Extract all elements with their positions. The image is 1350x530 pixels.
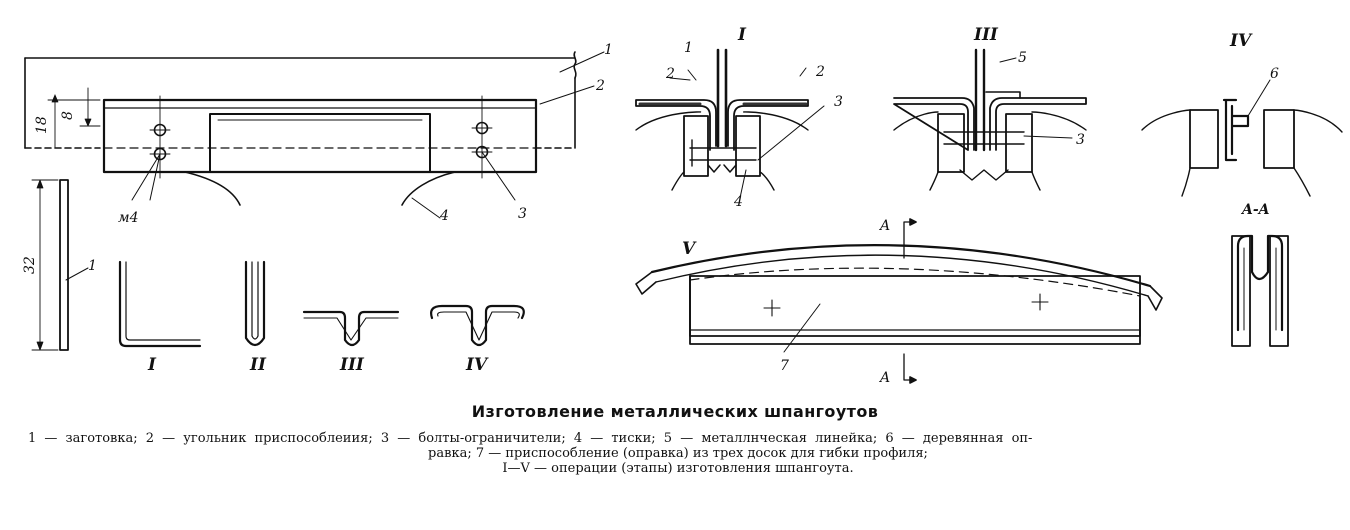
view-I-part-2-left: 2 (665, 66, 675, 82)
legend-line-3: I—V — операции (этапы) изготовления шпан… (502, 461, 854, 476)
view-I (635, 48, 825, 199)
view-V-part-7: 7 (780, 358, 789, 374)
stage-label-II: II (249, 355, 267, 375)
part-2-label: 2 (595, 78, 605, 94)
blank-strip (31, 179, 89, 351)
view-I-part-1: 1 (684, 40, 693, 56)
figure-labels: I III IV V I II III IV A-A A A 1 2 3 4 1… (22, 25, 1279, 386)
profile-stages (118, 260, 525, 348)
legend-line-1: 1 — заготовка; 2 — угольник приспособлеи… (28, 431, 1033, 446)
stage-label-III: III (339, 355, 365, 375)
part-1-label: 1 (604, 42, 613, 58)
view-IV-part-6: 6 (1270, 66, 1279, 82)
view-III (893, 48, 1087, 191)
view-label-III: III (973, 25, 999, 45)
part-1-strip-label: 1 (88, 258, 97, 274)
bolt-label: м4 (118, 210, 139, 226)
view-V (635, 218, 1163, 384)
section-A-A (1231, 234, 1289, 347)
view-IV (1141, 79, 1343, 197)
part-4-label: 4 (439, 208, 449, 224)
section-label: A-A (1240, 202, 1270, 218)
legend-line-2: равка; 7 — приспособление (оправка) из т… (428, 446, 928, 461)
view-label-I: I (737, 25, 747, 45)
view-III-part-3: 3 (1076, 132, 1085, 148)
part-3-label: 3 (518, 206, 527, 222)
view-I-part-4: 4 (733, 194, 743, 210)
dimension-18: 18 (34, 116, 50, 134)
view-I-part-3: 3 (834, 94, 843, 110)
view-label-IV: IV (1229, 31, 1253, 51)
fixture-plan-view (24, 51, 605, 219)
section-mark-bottom: A (878, 370, 890, 386)
view-I-part-2-right: 2 (815, 64, 825, 80)
stage-label-I: I (147, 355, 157, 375)
stage-label-IV: IV (465, 355, 489, 375)
figure-title: Изготовление металлических шпангоутов (471, 402, 879, 421)
diagram-figure: I III IV V I II III IV A-A A A 1 2 3 4 1… (22, 25, 1343, 386)
view-label-V: V (682, 239, 697, 259)
dimension-32: 32 (22, 256, 38, 274)
figure-legend: 1 — заготовка; 2 — угольник приспособлеи… (28, 431, 1328, 476)
section-mark-top: A (878, 218, 890, 234)
dimension-8: 8 (60, 111, 76, 120)
view-III-part-5: 5 (1018, 50, 1027, 66)
